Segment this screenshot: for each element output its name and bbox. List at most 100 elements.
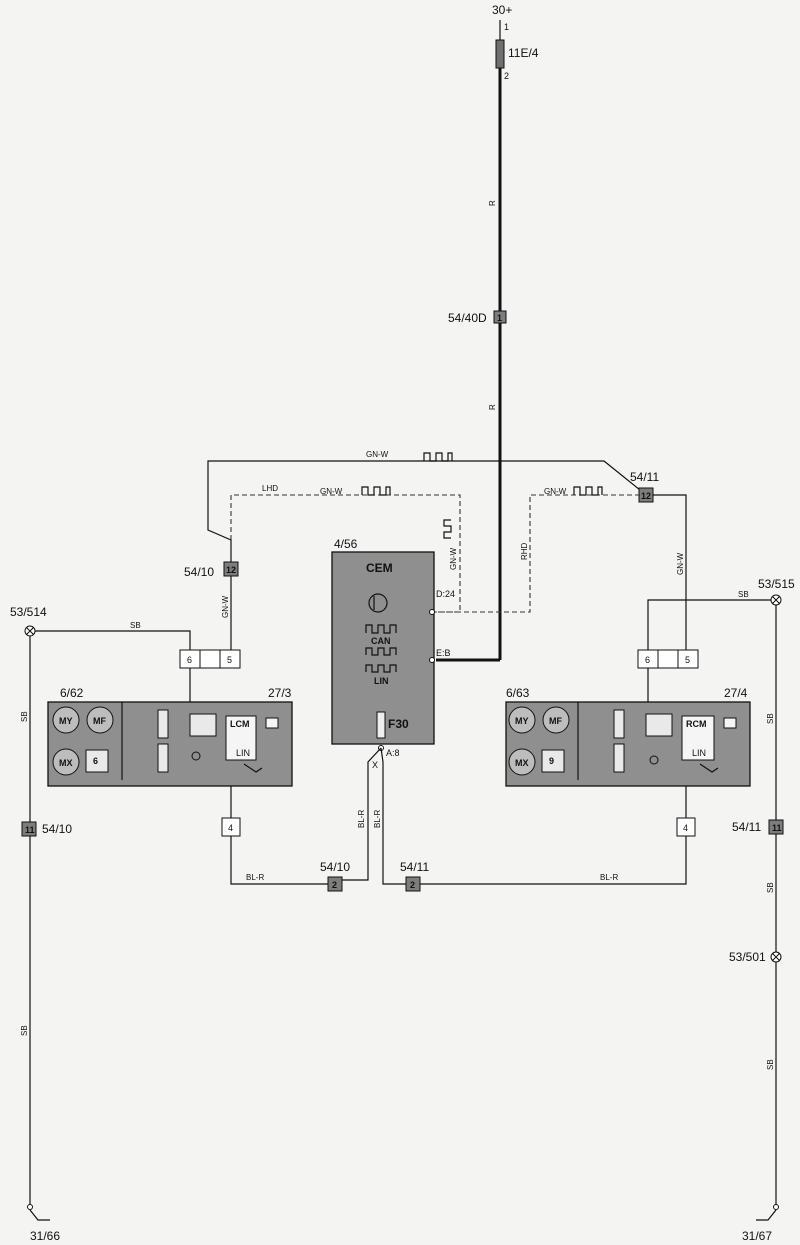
left-plug-6-label: 6 [187,655,192,665]
right-plug-blank [657,649,679,669]
cem-pin-x-label: X [372,760,378,770]
cem-lin: LIN [374,676,389,686]
gnw-top-wire [207,460,641,562]
rhd-pulse [573,486,603,496]
left-ground-bottom-label: 31/66 [30,1229,60,1243]
right-switch-icon [699,763,719,773]
gnw-right-down [653,494,687,650]
right-potentiometer-1 [613,709,625,739]
right-side-connector-label: 54/11 [732,820,761,834]
lin-pulse [365,664,397,673]
right-rcm-lin: LIN [692,748,706,758]
right-ground-mid-cross [772,953,780,961]
left-lcm-label: LCM [230,719,250,729]
left-sb-label-2: SB [20,1025,29,1036]
right-ground-symbol [756,1209,777,1221]
right-sb-label-1: SB [766,713,775,724]
left-motor-mx-label: MX [59,758,73,768]
right-motor-my [508,706,536,734]
supply-label: 30+ [492,3,512,17]
rhd-dashed-wire [432,494,640,613]
left-motor-mx [52,748,80,776]
right-plug-5-label: 5 [685,655,690,665]
cem-module: 4/56 CEM CAN LIN F30 D:24 E:B A:8 X BL-R… [331,537,455,885]
connector-54-11-top-label: 54/11 [630,470,659,484]
left-side-connector [21,821,37,837]
right-bottom-connector [405,876,421,892]
right-sensor-9-label: 9 [549,756,554,766]
cem-title: CEM [366,561,393,575]
cem-fuse: F30 [388,717,409,731]
right-motor-my-label: MY [515,716,529,726]
left-switch-icon [243,763,263,773]
left-lamp-icon [191,751,201,761]
left-plug-4-label: 4 [228,823,233,833]
transistor-icon [368,593,388,613]
right-ground-bottom-label: 31/67 [742,1229,772,1243]
fuse-label: 11E/4 [508,46,539,60]
cem-fuse-f30-symbol [376,711,386,739]
cem-pin-e [429,657,435,663]
fuse-11e4 [495,39,505,69]
right-sb-label-2: SB [766,882,775,893]
gnw-left-label: GN-W [221,595,230,618]
left-blr-wire [230,836,328,885]
left-bottom-connector-pin: 2 [332,880,337,890]
left-sb-top-label: SB [130,621,141,630]
right-bottom-connector-label: 54/11 [400,860,429,874]
rhd-label: RHD [520,542,529,560]
cem-pin-e-label: E:B [436,648,451,658]
supply-line: 30+ 1 11E/4 2 R 1 54/40D R [436,3,539,662]
left-sensor-6 [85,749,109,773]
right-motor-mx [508,748,536,776]
left-motor-id: 6/62 [60,686,84,700]
left-motor-mf [86,706,114,734]
right-motor-mx-label: MX [515,758,529,768]
left-sensor-6-label: 6 [93,756,98,766]
right-sb-label-3: SB [766,1059,775,1070]
right-motor-id: 6/63 [506,686,530,700]
left-side: 53/514 SB SB 11 54/10 SB 31/66 6 5 6/62 … [10,605,350,1243]
left-lcm-box [225,715,257,761]
cem-id: 4/56 [334,537,358,551]
right-potentiometer-2 [613,743,625,773]
cem-blr-left-label: BL-R [357,810,366,828]
right-motor-mf [542,706,570,734]
gnw-right-label: GN-W [676,552,685,575]
left-ground-terminal [27,1204,33,1210]
right-side-connector [768,819,784,835]
right-bottom-connector-pin: 2 [410,880,415,890]
can-pulse-1 [365,624,397,634]
right-plug-5 [677,649,699,669]
gnw-top-pulse [423,452,453,462]
left-connector-icon [265,717,279,729]
cem-pin-d-label: D:24 [436,589,455,599]
right-sb-top-label: SB [738,590,749,599]
left-potentiometer-1 [157,709,169,739]
wire-r-upper: R [488,200,497,206]
left-motor-my [52,706,80,734]
right-blr-label: BL-R [600,873,618,882]
right-ground-mid-label: 53/501 [729,950,766,964]
can-pulse-2 [365,647,397,656]
fuse-pin-2: 2 [504,71,509,81]
left-unit-id: 27/3 [268,686,292,700]
right-unit-id: 27/4 [724,686,748,700]
cem-pin-d [429,609,435,615]
right-lamp-icon [649,755,659,765]
lhd-vertical-label: GN-W [449,547,458,570]
connector-54-10-top-pin: 12 [226,565,236,575]
right-ground-top-label: 53/515 [758,577,795,591]
right-heater-element [645,713,673,737]
cem-pin-a-label: A:8 [386,748,400,758]
left-side-connector-pin: 11 [25,825,35,835]
right-ground-terminal [773,1204,779,1210]
connector-54-40d-pin: 1 [497,313,502,323]
connector-54-11-top-pin: 12 [641,491,651,501]
cem-blr-left [342,747,382,881]
right-sb-top-wire [647,599,771,650]
right-rcm-label: RCM [686,719,707,729]
left-motor-my-label: MY [59,716,73,726]
